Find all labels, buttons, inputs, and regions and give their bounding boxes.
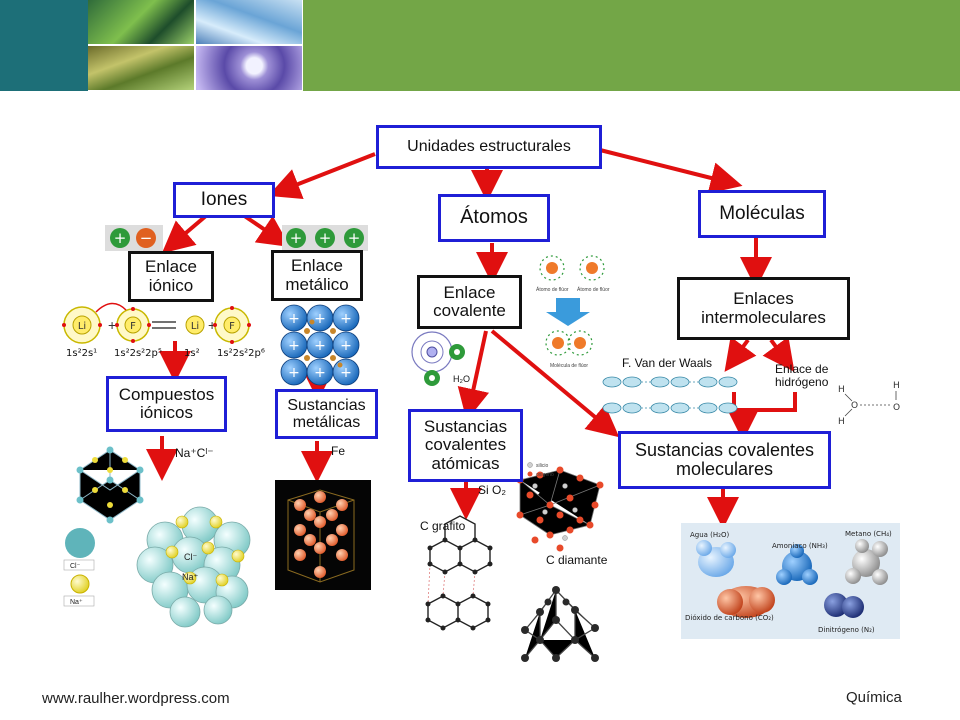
header-photo-1 — [88, 0, 194, 44]
enlace-hidrogeno-label: Enlace de hidrógeno — [775, 362, 829, 390]
atomos-node: Átomos — [438, 194, 550, 242]
svg-text:H: H — [838, 385, 845, 395]
header-photo-collage — [88, 0, 303, 91]
van-der-waals-illustration — [602, 376, 738, 414]
sustancias-covalentes-moleculares-node: Sustancias covalentes moleculares — [618, 431, 831, 489]
footer-site: www.raulher.wordpress.com — [42, 690, 230, 707]
svg-text:+: + — [108, 317, 116, 333]
svg-text:+: + — [288, 338, 300, 354]
sustancias-covalentes-atomicas-node: Sustancias covalentes atómicas — [408, 409, 523, 482]
molecule-label: Metano (CH₄) — [845, 530, 892, 538]
enlaces-intermoleculares-node: Enlaces intermoleculares — [677, 277, 850, 340]
water-orbital-illustration: H₂O — [411, 331, 470, 386]
nacl-label: Na⁺Cˡ⁻ — [175, 446, 214, 460]
header-photo-3 — [88, 46, 194, 90]
molecule-label: Dióxido de carbono (CO₂) — [685, 614, 774, 622]
svg-text:+: + — [340, 338, 352, 354]
van-der-waals-label: F. Van der Waals — [622, 356, 713, 370]
hydrogen-bond-illustration: H O H H O — [838, 381, 900, 427]
iron-crystal-illustration — [275, 480, 371, 590]
c-grafito-label: C grafito — [420, 519, 466, 533]
silica-label: oxígeno — [536, 472, 554, 478]
electron-config: 1s²2s¹ — [66, 348, 97, 359]
ion-sign-tiles: + − + + + — [105, 225, 368, 251]
svg-text:−: − — [140, 229, 153, 247]
nacl-lattice-illustration: Cl⁻ Na⁺ — [63, 446, 144, 607]
iones-node: Iones — [173, 182, 275, 218]
fluor-label: Molécula de flúor — [550, 363, 588, 369]
silica-network-illustration: silicio oxígeno — [516, 462, 604, 552]
svg-text:+: + — [290, 229, 303, 247]
molecule-label: Agua (H₂O) — [690, 531, 729, 539]
electron-config: 1s²2s²2p⁶ — [217, 348, 265, 359]
ion-symbol: F — [229, 321, 235, 332]
svg-text:+: + — [288, 311, 300, 327]
water-formula: H₂O — [453, 374, 470, 384]
electron-config: 1s²2s²2p⁵ — [114, 348, 162, 359]
c-diamante-label: C diamante — [546, 553, 608, 567]
svg-text:O: O — [851, 401, 858, 411]
crystal-label: Na⁺ — [182, 572, 199, 582]
molecule-label: Amoniaco (NH₃) — [772, 542, 828, 550]
fluorine-molecule-illustration: Átomo de flúor Átomo de flúor Molécula d… — [536, 255, 610, 369]
header-photo-2 — [196, 0, 302, 44]
electron-configurations: 1s²2s¹ 1s²2s²2p⁵ 1s² 1s²2s²2p⁶ — [66, 348, 265, 359]
enlace-ionico-node: Enlace iónico — [128, 251, 214, 302]
enlace-metalico-node: Enlace metálico — [271, 250, 363, 301]
molecules-panel: Agua (H₂O) Amoniaco (NH₃) Metano (CH₄) D… — [681, 523, 900, 639]
svg-text:+: + — [314, 365, 326, 381]
fe-label: Fe — [331, 444, 346, 458]
sio2-label: Si O₂ — [478, 483, 506, 497]
svg-text:H: H — [893, 381, 900, 391]
crystal-label: Na⁺ — [70, 599, 83, 606]
moleculas-node: Moléculas — [698, 190, 826, 238]
fluor-label: Átomo de flúor — [577, 286, 610, 293]
ion-symbol: Li — [78, 321, 86, 332]
electron-config: 1s² — [184, 348, 200, 359]
header-green-band — [303, 0, 960, 91]
svg-text:+: + — [314, 338, 326, 354]
compuestos-ionicos-node: Compuestos iónicos — [106, 376, 227, 432]
arrows — [146, 148, 795, 529]
svg-text:+: + — [348, 229, 361, 247]
crystal-label: Cl⁻ — [184, 552, 197, 562]
diamond-illustration — [521, 586, 599, 662]
svg-text:+: + — [340, 311, 352, 327]
ionic-bond-illustration: Li + F Li + F — [62, 302, 251, 344]
header-teal-block — [0, 0, 88, 91]
svg-text:H: H — [838, 417, 845, 427]
svg-text:+: + — [114, 229, 127, 247]
enlace-covalente-node: Enlace covalente — [417, 275, 522, 329]
crystal-label: Cl⁻ — [70, 563, 81, 570]
silica-label: silicio — [536, 463, 548, 469]
svg-text:O: O — [893, 403, 900, 413]
svg-text:+: + — [208, 317, 216, 333]
nacl-packing-illustration — [136, 506, 251, 628]
molecule-label: Dinitrógeno (N₂) — [818, 626, 875, 634]
ion-symbol: F — [130, 321, 136, 332]
metallic-lattice-illustration: + + + + + + + + + — [280, 304, 360, 386]
sustancias-metalicas-node: Sustancias metálicas — [275, 389, 378, 439]
ion-symbol: Li — [191, 321, 199, 332]
svg-text:+: + — [314, 311, 326, 327]
root-node: Unidades estructurales — [376, 125, 602, 169]
footer-subject: Química — [846, 689, 902, 706]
fluor-label: Átomo de flúor — [536, 286, 569, 293]
svg-text:+: + — [340, 365, 352, 381]
svg-text:+: + — [319, 229, 332, 247]
svg-text:+: + — [288, 365, 300, 381]
header-photo-4 — [196, 46, 302, 90]
